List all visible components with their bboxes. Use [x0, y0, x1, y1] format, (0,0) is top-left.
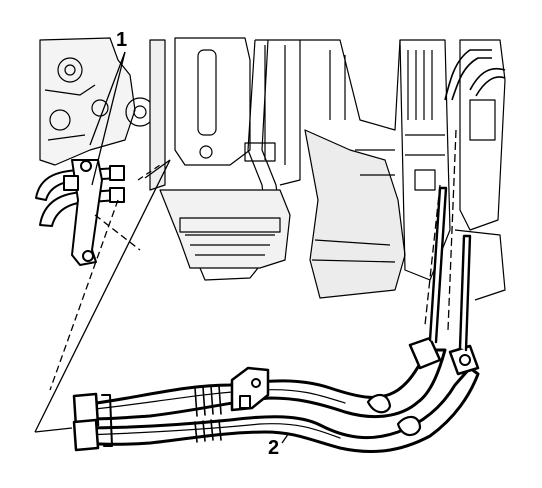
engine-background: [39, 37, 506, 301]
leader-lines: [34, 51, 457, 444]
callout-number-1: 1: [116, 29, 128, 51]
left-pipe-fitting: [35, 159, 125, 266]
callout-number-2: 2: [268, 437, 280, 459]
coolant-hose-assembly: [72, 186, 480, 454]
